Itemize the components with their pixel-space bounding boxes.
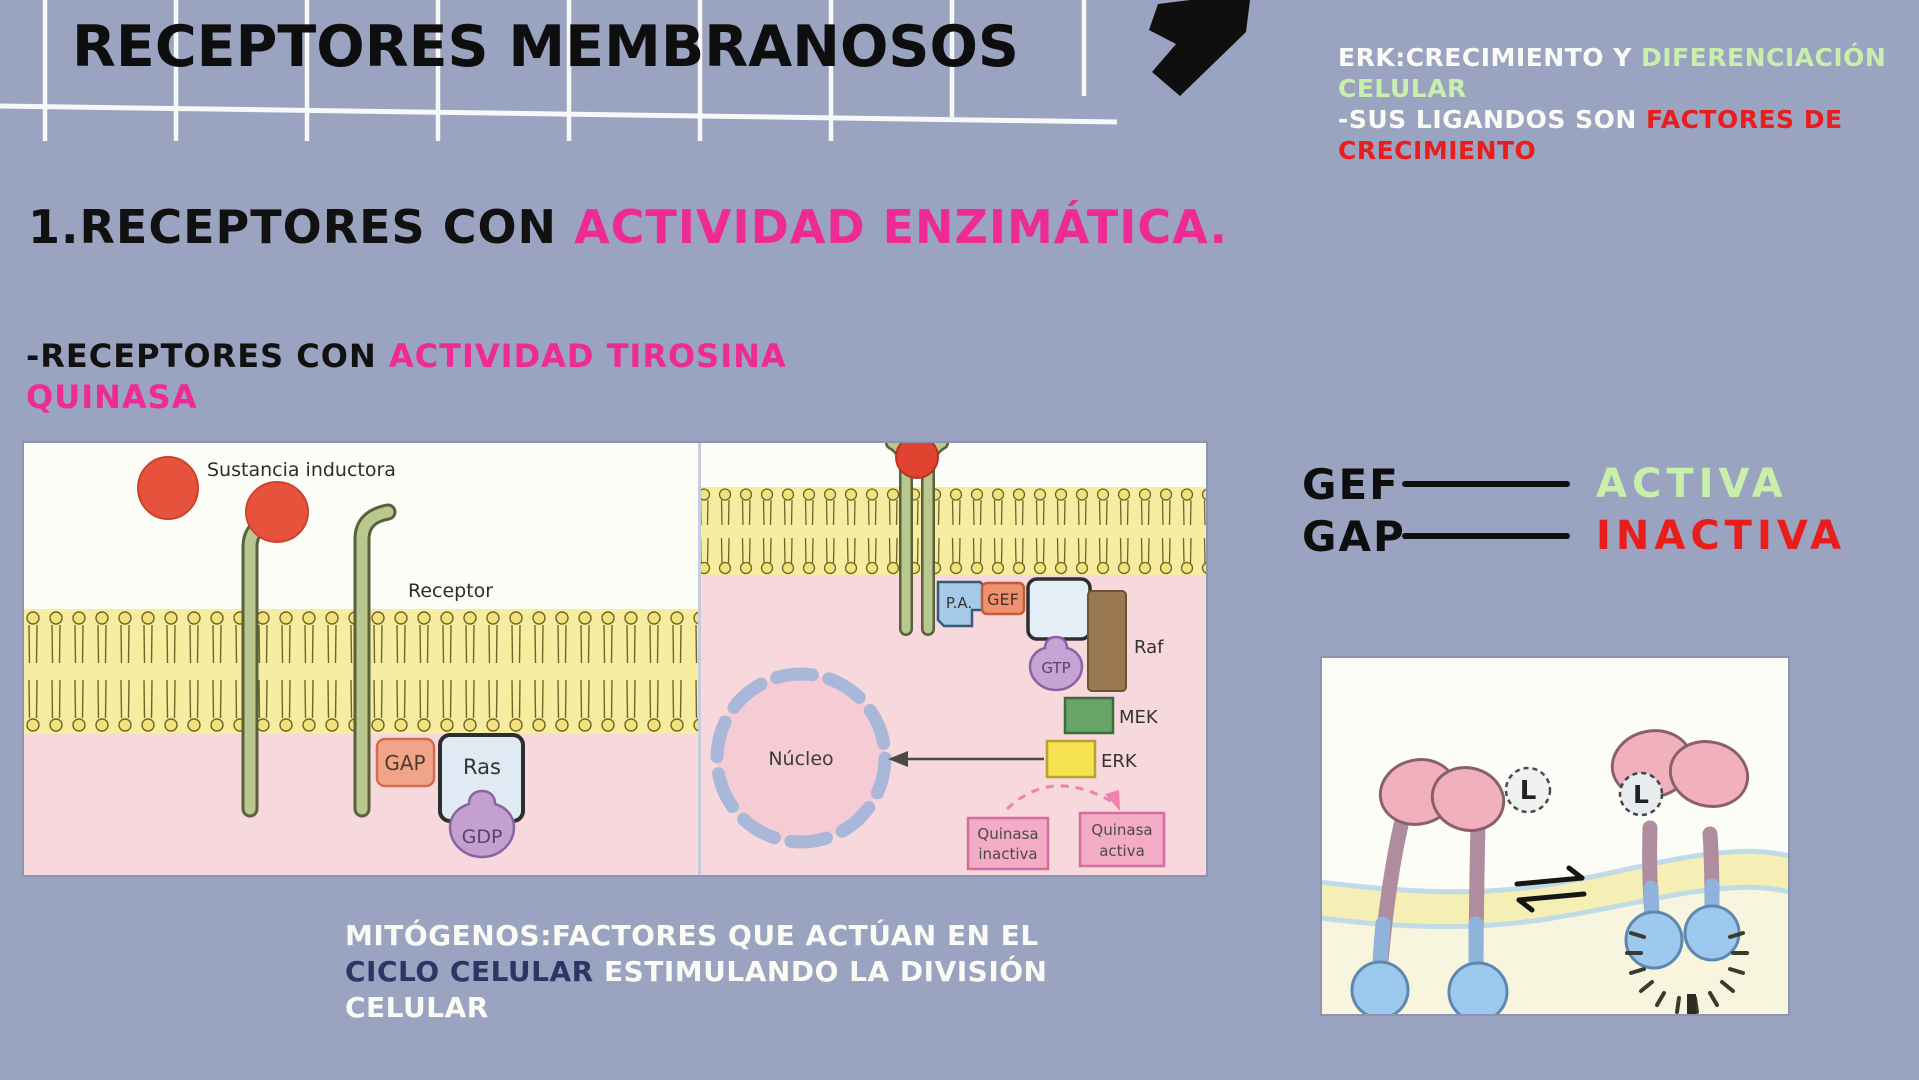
erk-note-line4: CRECIMIENTO [1338,136,1537,165]
nucleus-group: Núcleo [710,667,892,849]
subsection-line1: -RECEPTORES CON ACTIVIDAD TIROSINA [26,336,787,377]
inactive-lobe-2 [1430,766,1506,832]
gtp-label: GTP [1041,659,1070,677]
membrane-right [700,487,1208,575]
legend-row-gef: GEF ACTIVA [1302,458,1846,510]
erk-note-l1-white: ERK:CRECIMIENTO Y [1338,43,1642,72]
notebook-grid [0,0,1118,141]
ras-box-right [1026,577,1092,641]
receptor-bound-group [885,441,949,636]
subsection-pink1: ACTIVIDAD TIROSINA [388,337,787,375]
ligand-bound-ball [895,441,939,479]
ligand-circle-right [1618,771,1664,817]
dimer-membrane-band [1320,851,1790,927]
quinasa-inactiva-line1: Quinasa [977,825,1038,843]
active-kinase-domain-1 [1624,910,1684,970]
gdp-blob [448,789,516,859]
mitogenos-white: ESTIMULANDO LA DIVISIÓN [593,955,1048,988]
gap-legend-value: INACTIVA [1596,513,1847,559]
receptor-monomer-inactive [1350,758,1509,1016]
dimer-diagram-border [1320,656,1790,1016]
nucleus-fill [717,674,885,842]
pathway-diagram-border [22,441,1208,877]
gap-label: GAP [384,751,425,775]
erk-note-l3-red: FACTORES DE [1646,105,1843,134]
page-title: RECEPTORES MEMBRANOSOS [72,14,1019,80]
mitogenos-line2: CICLO CELULAR ESTIMULANDO LA DIVISIÓN [345,954,1047,990]
gtp-blob [1028,635,1084,692]
erk-note-l3-white: -SUS LIGANDOS SON [1338,105,1647,134]
gef-label: GEF [987,590,1019,609]
raf-box [1087,590,1127,692]
quinasa-activa-box [1078,811,1166,868]
erk-note-line1: ERK:CRECIMIENTO Y DIFERENCIACIÓN [1338,42,1886,73]
quinasa-activa-line2: activa [1099,842,1145,860]
mitogenos-line1: MITÓGENOS:FACTORES QUE ACTÚAN EN EL [345,919,1039,952]
quinasa-activation-arrowhead [1105,790,1120,811]
quinasa-inactiva-line2: inactiva [978,845,1037,863]
label-receptor: Receptor [408,580,493,602]
nucleo-label: Núcleo [768,748,833,770]
ras-left-label: Ras [463,755,501,779]
active-kinase-domain-2 [1683,904,1741,962]
quinasa-activa-line1: Quinasa [1091,821,1152,839]
gap-box [375,737,436,788]
equilibrium-arrows-icon [1514,865,1587,913]
ligand-circle-left [1504,766,1552,814]
inactive-kinase-domain-2 [1447,961,1509,1016]
gdp-label: GDP [462,826,503,848]
subsection-heading: -RECEPTORES CON ACTIVIDAD TIROSINA QUINA… [26,336,787,418]
mitogenos-note: MITÓGENOS:FACTORES QUE ACTÚAN EN EL CICL… [345,918,1047,1026]
label-sustancia-inductora: Sustancia inductora [207,459,396,481]
subsection-black: -RECEPTORES CON [26,337,389,375]
mek-label: MEK [1119,707,1159,728]
legend-row-gap: GAP INACTIVA [1302,510,1846,562]
pa-box [936,580,988,628]
panel-divider [698,441,701,877]
gef-gap-legend: GEF ACTIVA GAP INACTIVA [1302,458,1846,562]
gef-legend-line [1402,481,1570,487]
erk-note-line2: CELULAR [1338,74,1467,103]
dimer-membrane-bottom-edge [1320,884,1790,930]
nuclear-envelope-ring [710,667,892,849]
mitogenos-line3: CELULAR [345,991,489,1024]
subsection-pink2: QUINASA [26,378,198,416]
erk-note-line3: -SUS LIGANDOS SON FACTORES DE [1338,104,1886,135]
free-ligand: L [1504,766,1552,814]
raf-label: Raf [1134,637,1164,658]
activity-rays-icon [1625,931,1749,1014]
gap-legend-line [1402,533,1570,539]
section-heading: 1.RECEPTORES CON ACTIVIDAD ENZIMÁTICA. [28,200,1228,254]
bolt-shape [1149,0,1250,96]
ligand-letter-right: L [1633,780,1649,809]
erk-note-l1-green: DIFERENCIACIÓN [1641,43,1887,72]
mek-box [1063,696,1115,735]
inactive-kinase-domain-1 [1350,960,1410,1016]
ligand-ball-2 [245,481,309,543]
ligand-letter-left: L [1520,776,1537,806]
section-heading-black: 1.RECEPTORES CON [28,200,575,254]
ligand-ball-1 [137,456,199,520]
gef-legend-label: GEF [1302,459,1400,509]
erk-box [1045,739,1097,779]
dimer-diagram-image: L L [1320,656,1790,1016]
output-arrow-stub [1687,994,1696,1016]
receptor-2 [356,506,394,815]
section-heading-pink: ACTIVIDAD ENZIMÁTICA. [574,200,1229,254]
erk-to-nucleus-arrowhead [888,751,908,767]
gap-legend-label: GAP [1302,511,1406,561]
erk-label: ERK [1101,751,1138,772]
gef-box [980,581,1026,616]
pa-label: P.A. [946,594,972,612]
dimer-membrane-top-edge [1320,848,1790,895]
bolt-mark [1149,0,1250,96]
mitogenos-navy: CICLO CELULAR [345,955,594,988]
active-lobe-2 [1668,740,1750,808]
gef-legend-value: ACTIVA [1596,461,1788,507]
pathway-diagram-image: Sustancia inductora Receptor GAP Ras GDP… [22,441,1208,877]
erk-note: ERK:CRECIMIENTO Y DIFERENCIACIÓN CELULAR… [1338,42,1886,166]
quinasa-inactiva-box [966,816,1050,871]
